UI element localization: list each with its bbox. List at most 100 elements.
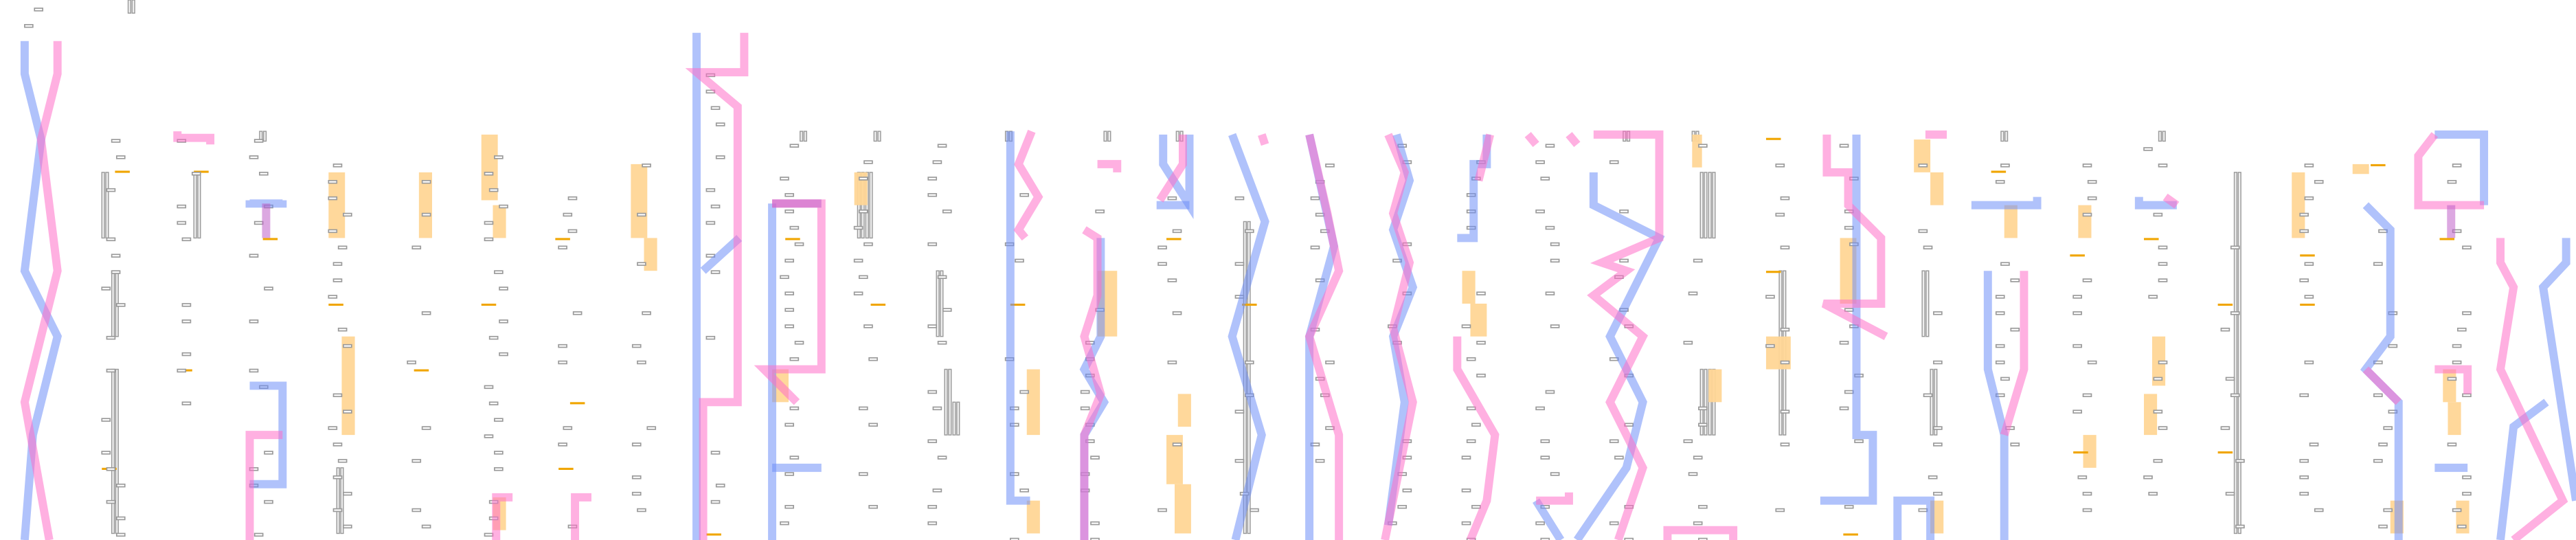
node: [710, 270, 721, 274]
rail: [952, 401, 956, 436]
marker-bar: [2070, 254, 2085, 257]
node: [1325, 360, 1335, 365]
node: [868, 504, 878, 509]
node: [106, 467, 116, 471]
node: [2158, 426, 2168, 430]
node: [937, 341, 947, 345]
lane-layer: [20, 32, 2576, 540]
highlight-block: [341, 336, 355, 436]
rail: [1921, 270, 1925, 337]
node: [1688, 291, 1698, 295]
node: [1535, 209, 1545, 214]
lane-b-path: [1663, 526, 1738, 540]
node: [253, 221, 264, 225]
node: [1918, 508, 1928, 513]
node: [1698, 423, 1708, 427]
highlight-block: [2078, 205, 2092, 238]
rail: [127, 0, 132, 14]
node: [2378, 524, 2388, 529]
node: [106, 335, 116, 340]
node: [181, 237, 192, 242]
lane-b-path: [1524, 132, 1539, 148]
node: [937, 275, 947, 280]
node: [563, 212, 573, 217]
rail: [956, 401, 960, 436]
lane-b-path: [1536, 492, 1573, 505]
highlight-block: [1692, 134, 1702, 168]
node: [2373, 459, 2383, 463]
node: [1609, 160, 1619, 164]
node: [1995, 311, 2005, 315]
node: [2452, 344, 2462, 348]
marker-bar: [2073, 451, 2088, 454]
node: [1683, 439, 1693, 443]
node: [2225, 376, 2235, 381]
node: [407, 360, 416, 365]
node: [1080, 390, 1090, 394]
node: [1550, 472, 1560, 476]
node: [111, 270, 121, 274]
node: [784, 209, 794, 214]
marker-bar: [2371, 164, 2386, 167]
node: [2082, 393, 2092, 398]
node: [2373, 393, 2383, 398]
lane-b-path: [1453, 336, 1500, 540]
lane-a-path: [2538, 238, 2576, 502]
node: [853, 225, 863, 230]
node: [343, 491, 352, 496]
node: [2082, 164, 2092, 168]
rail: [197, 172, 201, 239]
lane-b-path: [2000, 271, 2029, 436]
node: [484, 532, 494, 537]
highlight-block: [1930, 172, 1944, 205]
node: [411, 459, 422, 463]
node: [1693, 258, 1703, 263]
rail: [799, 131, 804, 142]
lane-b-path: [2414, 132, 2485, 210]
node: [932, 160, 942, 164]
node: [637, 360, 646, 365]
node: [1535, 521, 1545, 526]
node: [2230, 393, 2240, 398]
node: [2452, 508, 2462, 513]
node: [2010, 442, 2020, 447]
lane-a-path: [700, 234, 743, 274]
node: [2082, 491, 2092, 496]
node: [1471, 504, 1481, 509]
rail: [1699, 172, 1704, 239]
lane-b-path: [685, 32, 749, 540]
node: [1397, 504, 1408, 509]
lane-a-path: [2434, 130, 2489, 205]
node: [1244, 229, 1254, 234]
node: [1535, 406, 1545, 411]
marker-bar: [2217, 451, 2233, 454]
node: [2087, 179, 2097, 184]
node: [484, 237, 494, 242]
rail: [1934, 368, 1938, 436]
rail: [2162, 131, 2166, 142]
node: [2010, 278, 2020, 282]
marker-bar: [481, 303, 497, 306]
rail: [1175, 131, 1179, 142]
lane-b-path: [1258, 133, 1269, 146]
node: [868, 357, 878, 361]
node: [642, 311, 651, 315]
node: [264, 451, 273, 455]
node: [789, 144, 800, 148]
node: [858, 209, 868, 214]
marker-bar: [1010, 303, 1026, 306]
rail: [105, 172, 109, 239]
node: [2220, 426, 2230, 430]
lane-a-path: [1971, 196, 2042, 210]
rail: [877, 131, 881, 142]
node: [1609, 439, 1619, 443]
node: [1933, 360, 1943, 365]
node: [863, 242, 873, 247]
node: [784, 472, 794, 476]
node: [337, 245, 348, 250]
node: [937, 144, 947, 148]
node: [1844, 504, 1854, 509]
node: [249, 254, 259, 258]
node: [2299, 229, 2309, 234]
